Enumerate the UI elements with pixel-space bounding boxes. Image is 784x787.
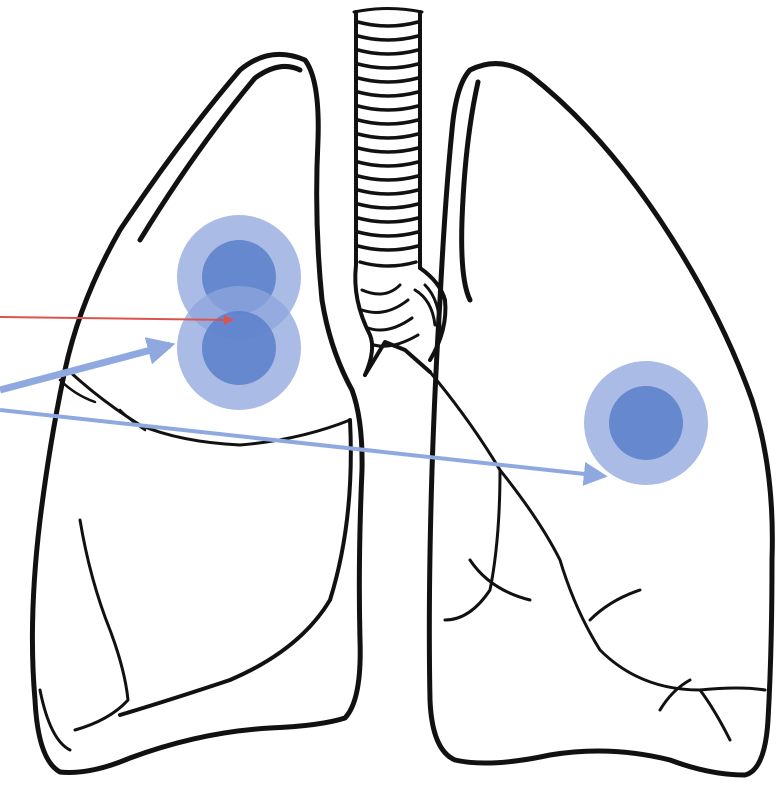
trachea-rings (358, 22, 418, 266)
blue-pointer-long-arrow (0, 410, 603, 476)
trachea-icon (354, 9, 445, 376)
left-lung-nodule (584, 361, 708, 485)
right-mid-nodule (177, 286, 301, 410)
right-lung-outline (32, 54, 362, 772)
